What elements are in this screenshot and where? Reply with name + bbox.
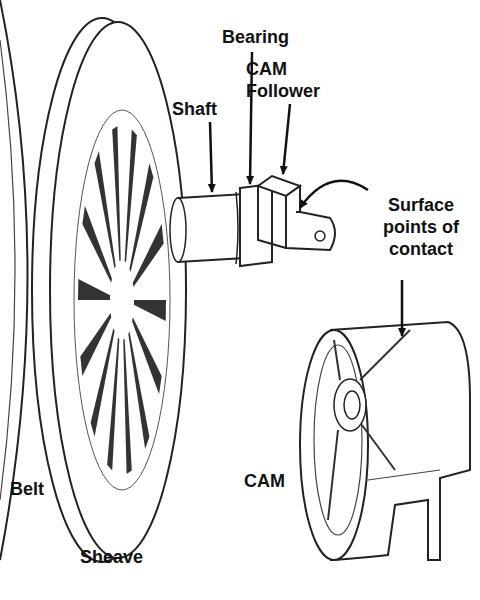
part-label: Sheave — [80, 546, 170, 568]
note-label: Surface points of contact — [366, 194, 476, 260]
part-label: Bearing — [222, 26, 312, 48]
leader-line — [300, 181, 368, 208]
sheave-spoke — [78, 279, 110, 300]
cam-follower-side — [258, 186, 286, 248]
sheave-inner — [74, 110, 170, 490]
sheave-face — [50, 22, 186, 558]
cam-step — [368, 470, 440, 480]
cam-inner — [314, 345, 362, 535]
bearing — [240, 184, 272, 266]
leader-line — [210, 122, 212, 192]
cam-webs — [328, 330, 410, 520]
cam-bore — [344, 391, 360, 419]
shaft — [178, 194, 245, 262]
cam-face — [300, 330, 368, 560]
part-label: Belt — [10, 478, 70, 500]
leader-line — [283, 104, 290, 174]
sheave-spoke — [123, 339, 132, 474]
contact-point — [296, 211, 300, 213]
sheave-spoke — [128, 331, 149, 449]
sheave-spoke — [112, 126, 121, 261]
sheave-spokes — [78, 126, 166, 474]
part-label: Shaft — [172, 98, 242, 120]
sheave-spoke — [134, 300, 166, 321]
cam-hub — [334, 379, 366, 431]
sheave-spoke — [133, 224, 164, 287]
follower-hole — [315, 231, 325, 241]
bearing-edge — [236, 192, 238, 264]
shaft-end — [170, 198, 186, 262]
belt-edge — [0, 40, 15, 500]
part-label: CAM — [244, 470, 304, 492]
sheave-spoke — [95, 151, 116, 269]
part-label: CAM Follower — [246, 58, 332, 102]
sheave-spoke — [80, 313, 111, 376]
leader-line — [401, 280, 404, 336]
belt — [0, 0, 28, 560]
